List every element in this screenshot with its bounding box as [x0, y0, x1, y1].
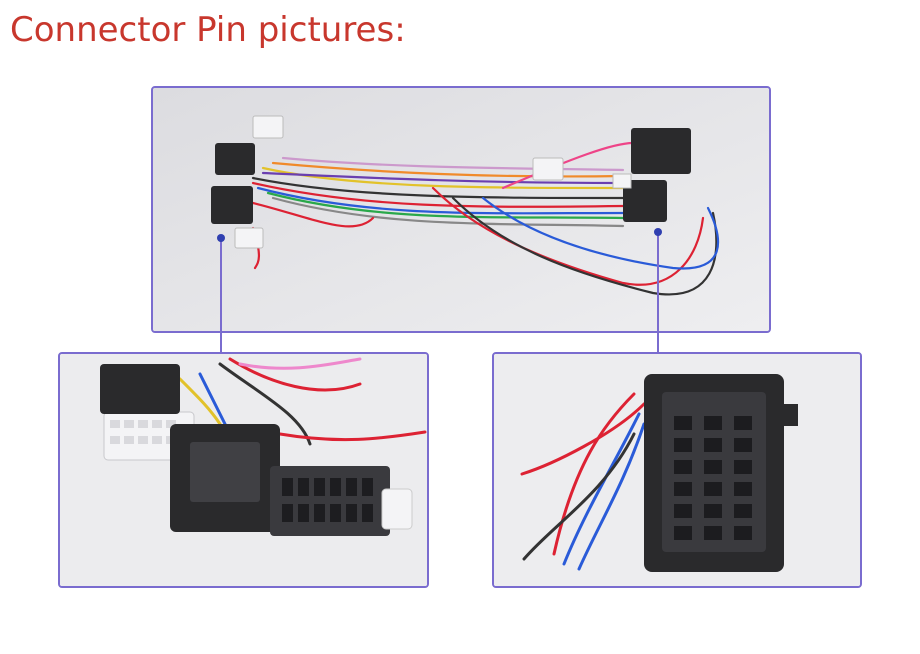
harness-overview-photo — [151, 86, 771, 333]
connector-closeup-left-photo — [58, 352, 429, 588]
harness-overview-illustration — [153, 88, 769, 331]
connector-closeup-right-photo — [492, 352, 862, 588]
connector-closeup-right-illustration — [494, 354, 860, 586]
page-title: Connector Pin pictures: — [10, 10, 406, 50]
connector-closeup-left-illustration — [60, 354, 427, 586]
